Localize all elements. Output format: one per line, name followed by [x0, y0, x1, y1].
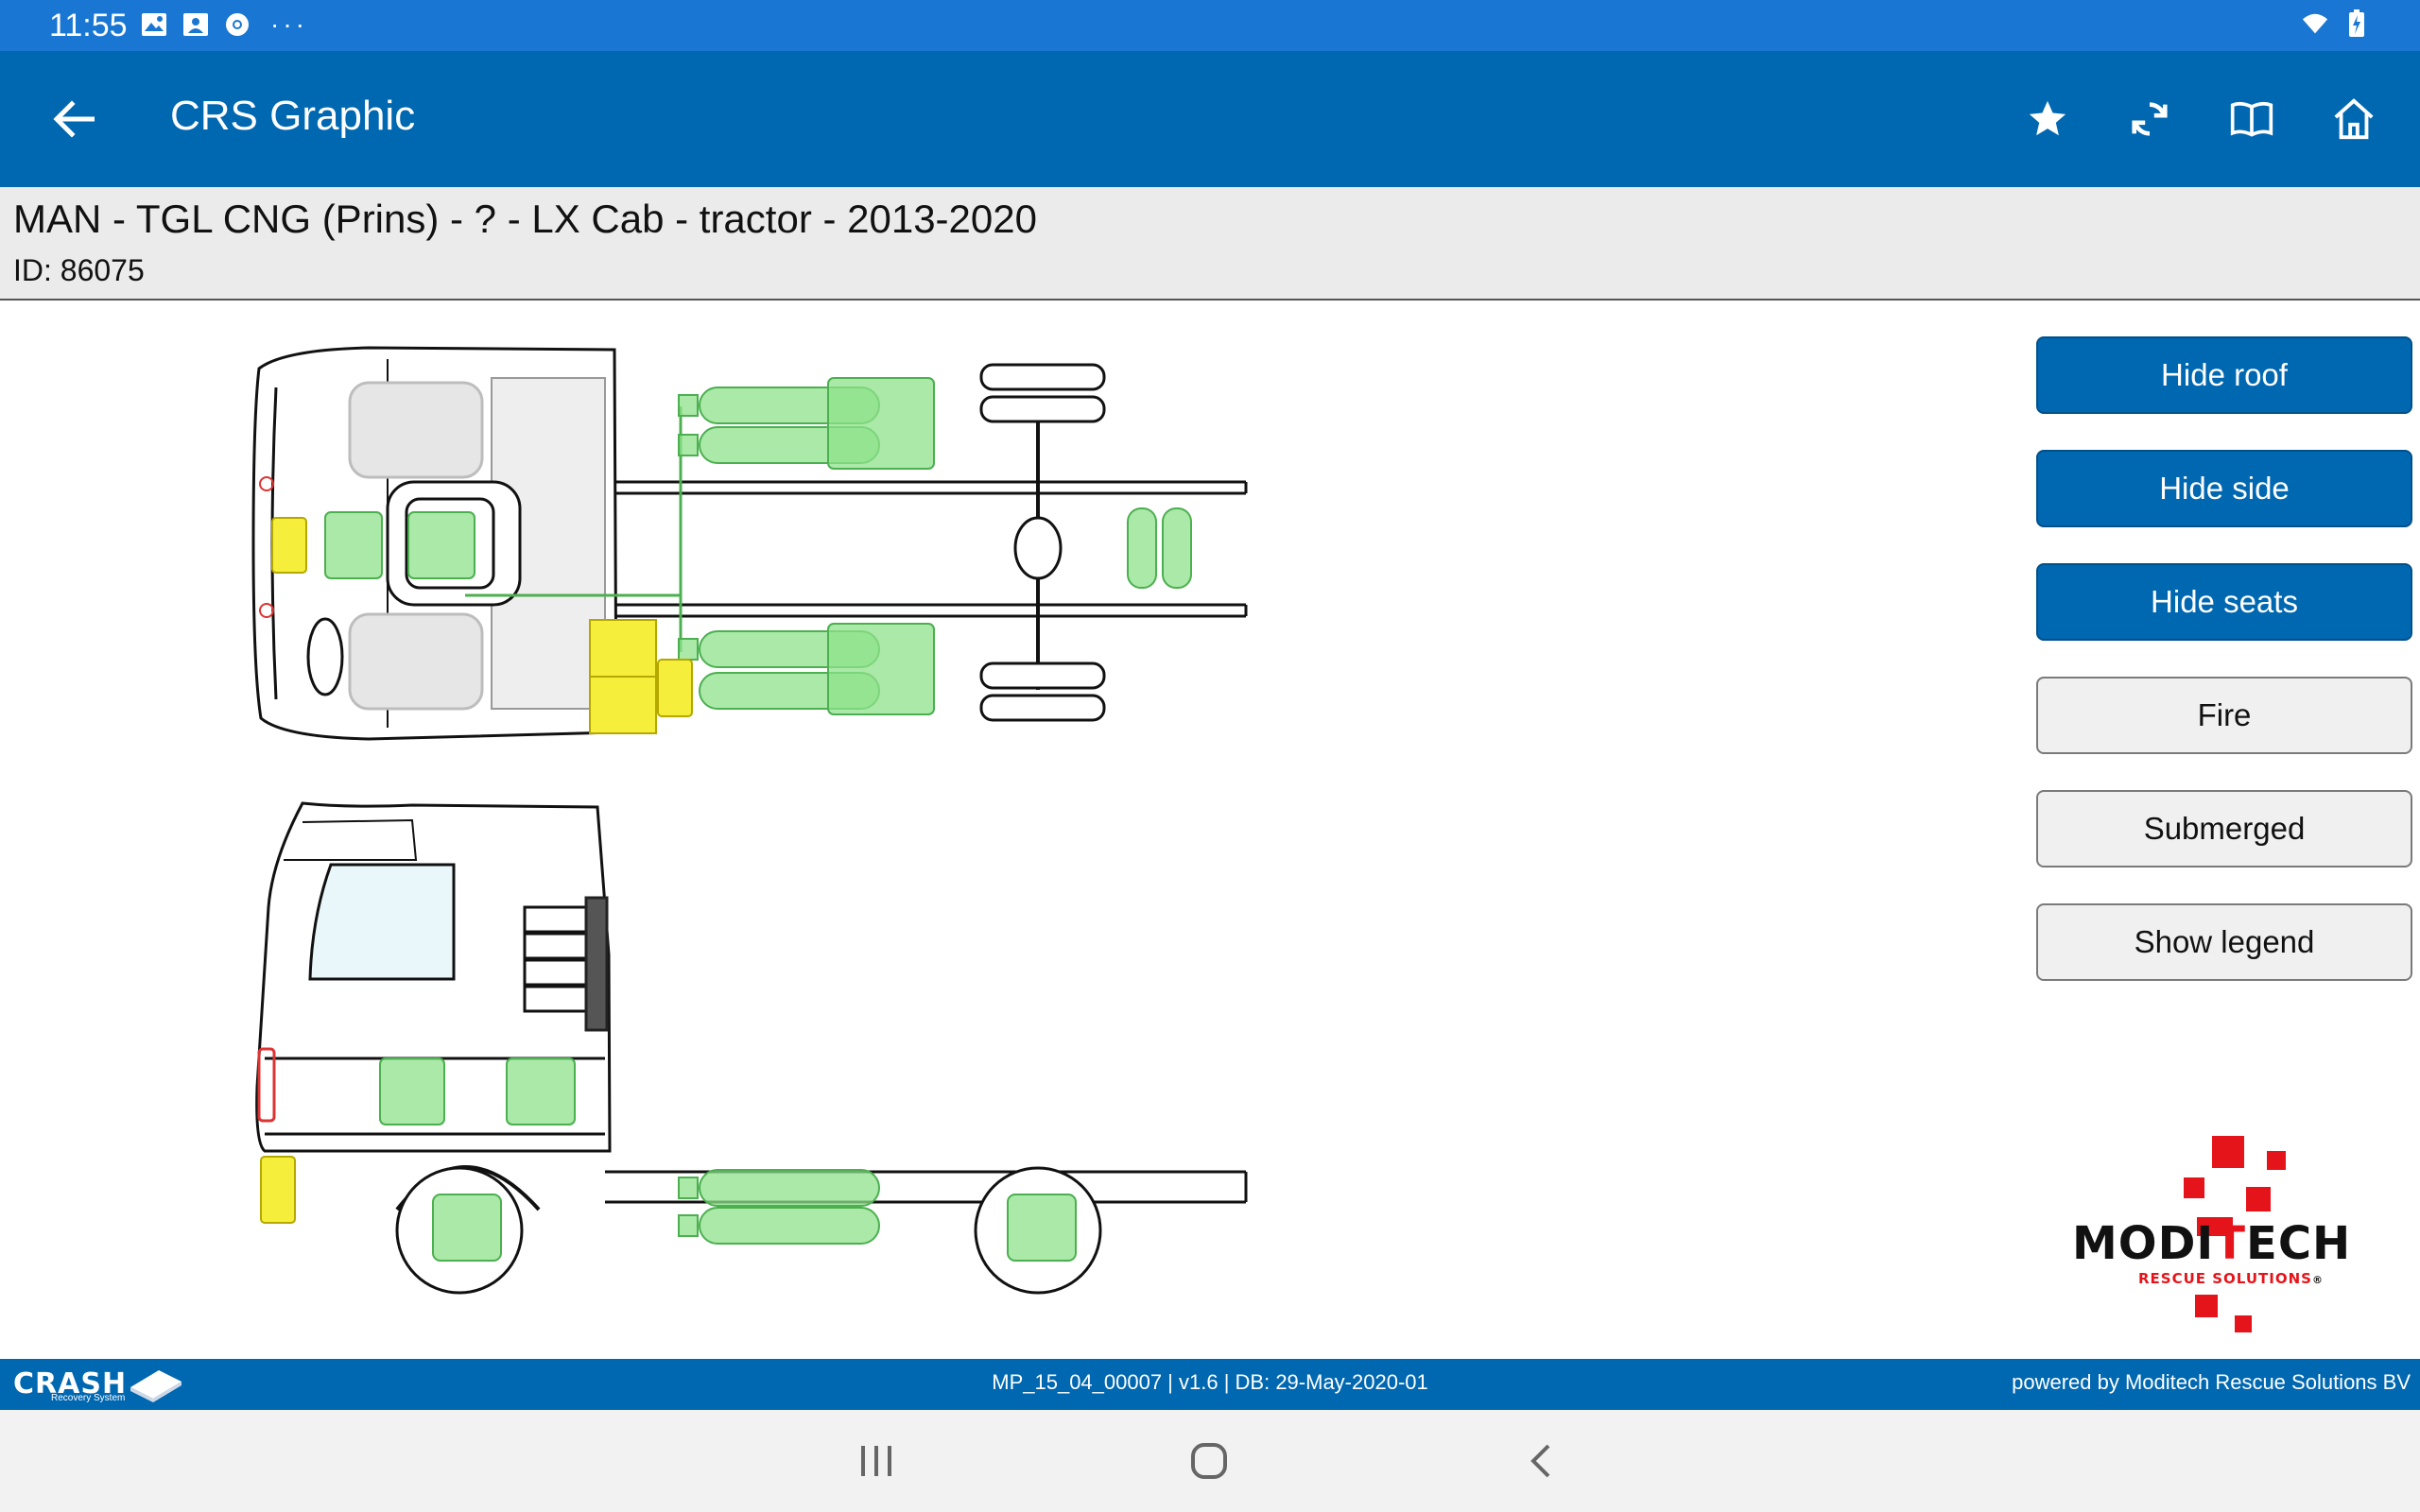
refresh-button[interactable]	[2116, 85, 2184, 153]
crash-logo-card-icon	[130, 1370, 182, 1402]
battery-side	[260, 1156, 296, 1224]
svg-text:MODITECH: MODITECH	[2072, 1217, 2351, 1270]
logo-tagline: RESCUE SOLUTIONS	[2138, 1270, 2312, 1287]
contacts-icon	[182, 10, 210, 39]
fire-button[interactable]: Fire	[2036, 677, 2412, 754]
star-icon	[2029, 100, 2066, 136]
view-options-panel: Hide roof Hide side Hide seats Fire Subm…	[2036, 336, 2414, 1017]
home-circle-icon	[1191, 1443, 1227, 1479]
battery-charging-icon	[2342, 9, 2371, 38]
chrome-icon	[223, 10, 251, 39]
back-arrow-icon	[53, 100, 95, 138]
more-notifications: ···	[270, 9, 308, 39]
wifi-icon	[2301, 9, 2329, 38]
logo-word-left: MODI	[2072, 1217, 2214, 1270]
logo-red-squares	[2184, 1136, 2286, 1332]
status-bar: 11:55 ···	[0, 0, 2420, 51]
show-legend-button[interactable]: Show legend	[2036, 903, 2412, 981]
system-home-button[interactable]	[1176, 1431, 1242, 1491]
logo-word-mid: T	[2214, 1217, 2246, 1270]
hide-roof-button[interactable]: Hide roof	[2036, 336, 2412, 414]
build-info: MP_15_04_00007 | v1.6 | DB: 29-May-2020-…	[992, 1370, 1428, 1394]
app-title: CRS Graphic	[170, 93, 416, 139]
vehicle-id: ID: 86075	[13, 253, 145, 287]
vehicle-name: MAN - TGL CNG (Prins) - ? - LX Cab - tra…	[13, 197, 1037, 241]
crash-logo-subtitle: Recovery System	[51, 1393, 126, 1403]
crash-logo-text: CRASH	[13, 1366, 128, 1400]
crash-recovery-logo: CRASH Recovery System	[13, 1365, 185, 1403]
back-button[interactable]	[47, 93, 100, 146]
logo-word-right: ECH	[2246, 1217, 2351, 1270]
hide-seats-button[interactable]: Hide seats	[2036, 563, 2412, 641]
image-icon	[140, 10, 168, 39]
book-icon	[2230, 101, 2273, 137]
refresh-icon	[2132, 102, 2168, 136]
vehicle-rescue-sheet-graphic	[251, 346, 1248, 1295]
recent-apps-icon	[861, 1446, 891, 1476]
cng-tanks-side	[379, 1057, 1077, 1262]
vehicle-header: MAN - TGL CNG (Prins) - ? - LX Cab - tra…	[0, 187, 2420, 301]
submerged-button[interactable]: Submerged	[2036, 790, 2412, 868]
manual-button[interactable]	[2218, 85, 2286, 153]
back-chevron-icon	[1530, 1444, 1550, 1478]
batteries-top	[271, 517, 693, 734]
recent-apps-button[interactable]	[843, 1431, 909, 1491]
status-time: 11:55	[49, 8, 128, 43]
hide-side-button[interactable]: Hide side	[2036, 450, 2412, 527]
home-icon	[2334, 98, 2374, 140]
app-bar: CRS Graphic	[0, 51, 2420, 187]
powered-by: powered by Moditech Rescue Solutions BV	[2012, 1370, 2411, 1394]
home-button[interactable]	[2320, 85, 2388, 153]
cng-tanks-top	[324, 377, 1192, 715]
favorite-button[interactable]	[2014, 85, 2082, 153]
system-nav-bar	[0, 1410, 2420, 1512]
system-back-button[interactable]	[1507, 1431, 1573, 1491]
svg-text:RESCUE SOLUTIONS®: RESCUE SOLUTIONS®	[2138, 1270, 2324, 1287]
footer-bar: CRASH Recovery System MP_15_04_00007 | v…	[0, 1359, 2420, 1410]
logo-registered-mark: ®	[2312, 1274, 2324, 1286]
moditech-logo: MODITECH RESCUE SOLUTIONS®	[2072, 1136, 2351, 1332]
